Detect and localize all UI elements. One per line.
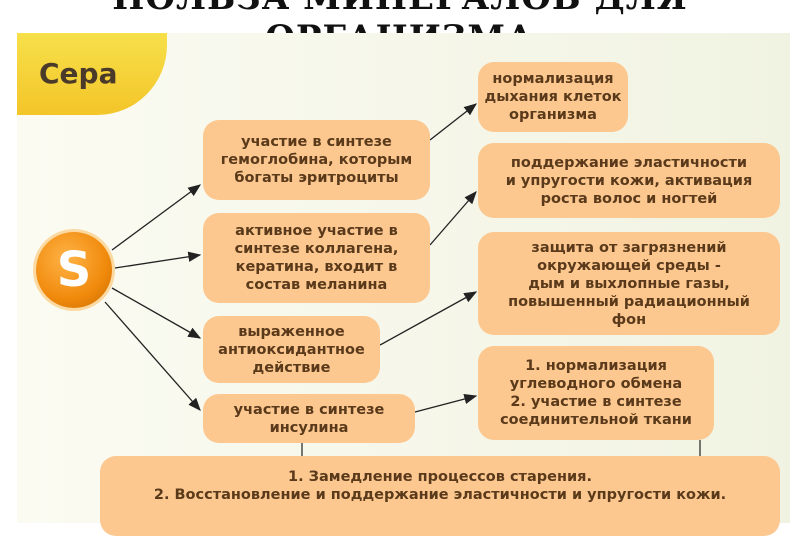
sulfur-symbol: S	[36, 232, 112, 308]
arrow	[379, 291, 478, 346]
mineral-name: Сера	[39, 57, 118, 90]
summary-box: 1. Замедление процессов старения. 2. Вос…	[100, 456, 780, 536]
result-box: нормализация дыхания клеток организма	[478, 62, 628, 132]
connector-arrows	[104, 103, 701, 456]
arrow	[111, 287, 202, 339]
arrow	[111, 184, 202, 251]
arrow	[414, 393, 478, 413]
result-box: 1. нормализация углеводного обмена 2. уч…	[478, 346, 714, 440]
effect-box: активное участие в синтезе коллагена, ке…	[203, 213, 430, 303]
effect-box: участие в синтезе инсулина	[203, 394, 415, 443]
arrow	[114, 251, 202, 269]
arrow	[429, 103, 478, 141]
arrow	[429, 191, 477, 246]
mineral-tab: Сера	[17, 33, 167, 115]
arrow	[104, 301, 201, 411]
effect-box: участие в синтезе гемоглобина, которым б…	[203, 120, 430, 200]
result-box: защита от загрязнений окружающей среды -…	[478, 232, 780, 335]
effect-box: выраженное антиоксидантное действие	[203, 316, 380, 383]
result-box: поддержание эластичности и упругости кож…	[478, 143, 780, 218]
